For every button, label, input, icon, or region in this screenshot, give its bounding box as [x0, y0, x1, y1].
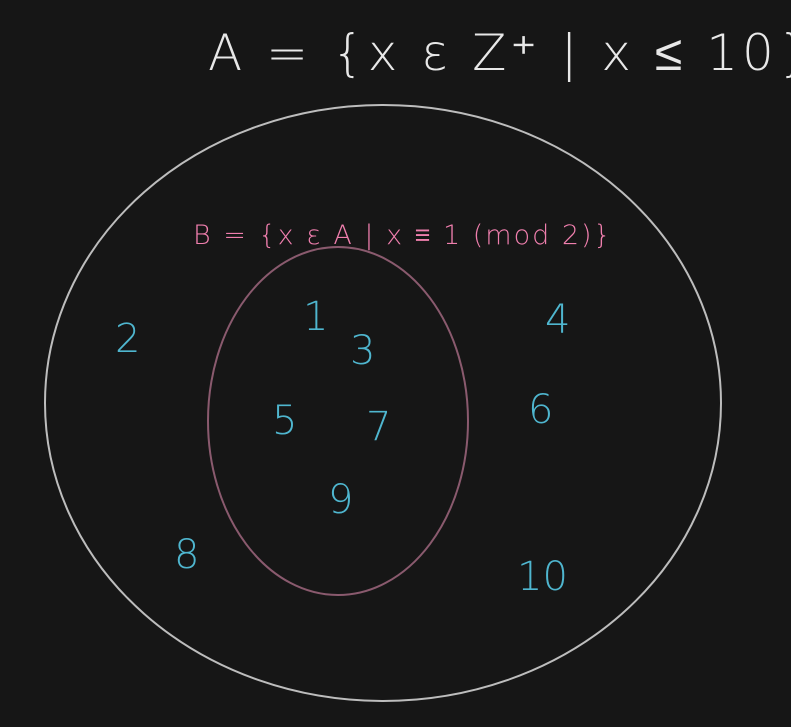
element-4: 4	[545, 297, 570, 343]
element-6: 6	[528, 387, 553, 433]
set-b-definition: B = {x ε A | x ≡ 1 (mod 2)}	[193, 220, 613, 251]
element-8: 8	[174, 532, 199, 578]
element-3: 3	[350, 328, 375, 374]
set-a-ellipse	[44, 104, 722, 702]
element-7: 7	[366, 404, 391, 450]
element-10: 10	[517, 554, 568, 600]
element-5: 5	[272, 398, 297, 444]
set-b-ellipse	[207, 246, 469, 596]
element-9: 9	[328, 477, 353, 523]
element-1: 1	[303, 294, 328, 340]
element-2: 2	[115, 316, 140, 362]
set-a-definition: A = {x ε Z⁺ | x ≤ 10}	[208, 24, 791, 82]
